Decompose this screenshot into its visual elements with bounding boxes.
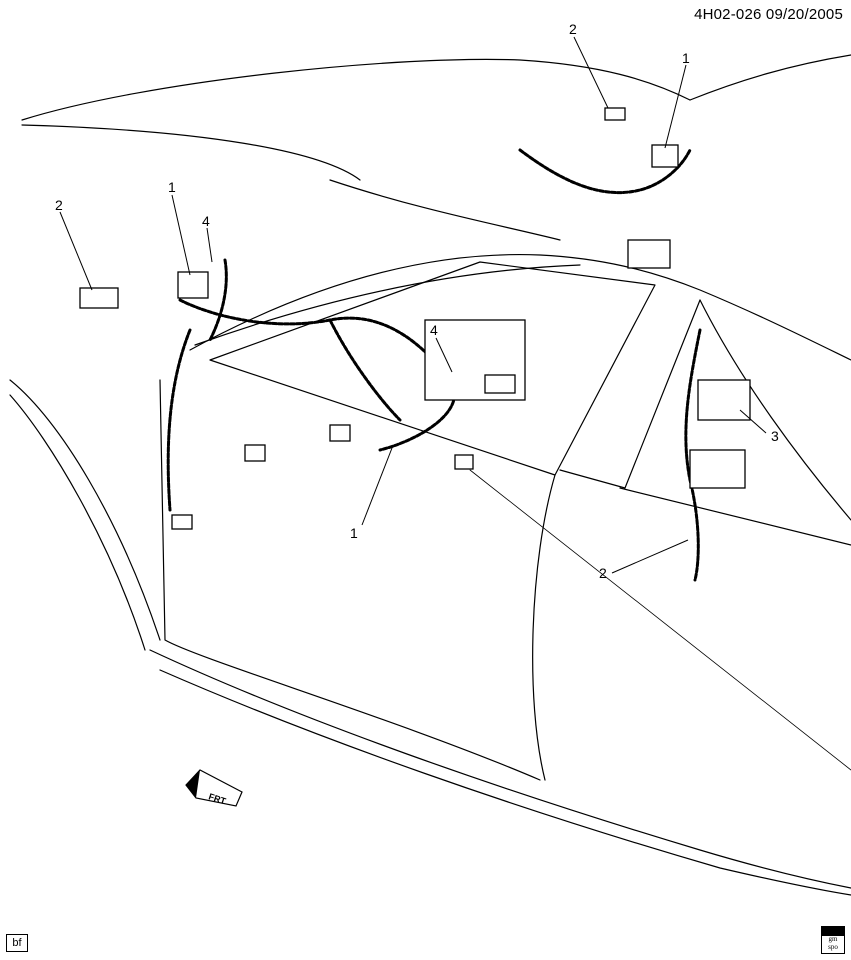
leader-1-top (664, 64, 687, 149)
body-harness-front (178, 298, 457, 452)
windshield-base (189, 253, 851, 361)
b-pillar-frame (559, 299, 701, 489)
connector-1-left (177, 271, 209, 299)
cowl-line (329, 179, 561, 241)
harness-branch-4 (208, 258, 228, 342)
connector-under-dash (244, 444, 266, 462)
connector-1-top (651, 144, 679, 168)
rear-door-window (699, 299, 851, 521)
front-door-lower (159, 379, 541, 781)
leader-4-left (206, 227, 213, 263)
callout-1-top: 1 (682, 50, 690, 66)
roof-rear-line (689, 54, 851, 101)
connector-dash-lower (329, 424, 351, 442)
leader-1-lower (361, 447, 393, 526)
leader-3 (739, 409, 767, 434)
module-3 (697, 379, 751, 421)
logo-gm: gm (828, 935, 838, 943)
leader-4-center (435, 337, 453, 373)
connector-a-pillar (171, 514, 193, 530)
callout-3: 3 (771, 428, 779, 444)
rear-door-crease (469, 469, 851, 771)
leader-1-left (171, 194, 191, 276)
front-door-rear-edge (532, 474, 556, 781)
leader-2-lower (611, 539, 689, 574)
front-fender-edge-inner (9, 394, 146, 651)
rocker-panel (149, 649, 851, 889)
connector-2-left (79, 287, 119, 309)
connector-2-top (604, 107, 626, 121)
rocker-panel-lower (159, 669, 851, 896)
figure-number: 4H02-026 (694, 6, 762, 23)
rear-door-beltline (619, 487, 851, 546)
leader-2-top (573, 36, 609, 109)
figure-id: 4H02-026 09/20/2005 (694, 6, 843, 23)
connector-center-lower (454, 454, 474, 470)
dash-harness-branch (328, 318, 402, 422)
front-door-window-frame (209, 261, 656, 476)
logo-spo: spo (828, 943, 838, 951)
callout-2-left: 2 (55, 197, 63, 213)
callout-2-lower: 2 (599, 565, 607, 581)
leader-2-left (59, 211, 93, 291)
callout-4-center: 4 (430, 322, 438, 338)
callout-4-left: 4 (202, 213, 210, 229)
bf-tag: bf (6, 934, 28, 952)
roof-line (21, 58, 691, 121)
callout-1-lower: 1 (350, 525, 358, 541)
front-fender-edge (9, 379, 161, 641)
gm-spo-logo: gm spo (821, 926, 845, 954)
hood-line (21, 124, 361, 181)
connector-4-center (484, 374, 516, 394)
callout-2-top: 2 (569, 21, 577, 37)
callout-1-left: 1 (168, 179, 176, 195)
fuse-block (627, 239, 671, 269)
module-bracket (689, 449, 746, 489)
front-direction-arrow: FRT (185, 769, 243, 807)
figure-date: 09/20/2005 (765, 6, 843, 23)
logo-bar (822, 927, 844, 936)
upper-harness-right (518, 148, 692, 195)
a-pillar-harness (166, 328, 192, 512)
